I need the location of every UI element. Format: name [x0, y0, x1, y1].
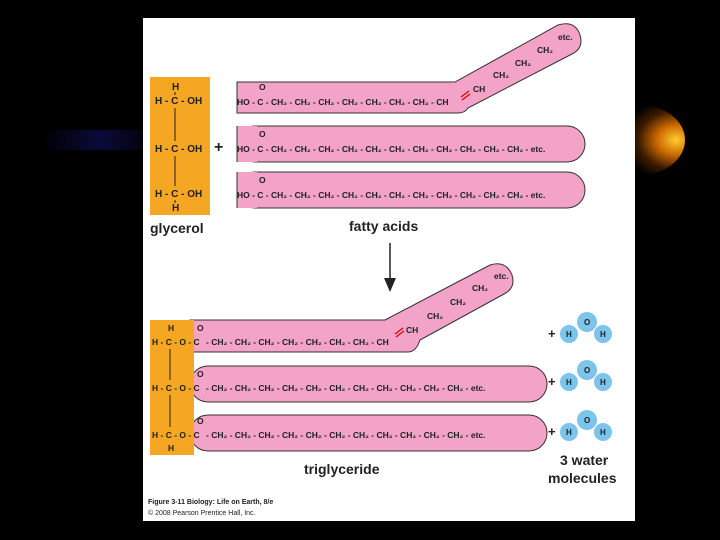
svg-text:O: O	[584, 318, 590, 327]
tg-chain-3-carbonyl-o: O	[197, 416, 204, 426]
glycerol-row-3: H - C - OH	[155, 189, 202, 200]
fatty-acid-1-double-bond	[461, 93, 471, 101]
tg-chain-1-carbonyl-o: O	[197, 323, 204, 333]
tg-chain-1: - CH₂ - CH₂ - CH₂ - CH₂ - CH₂ - CH₂ - CH…	[206, 337, 389, 347]
tg-chain-1-branch-ch2a: CH₂	[427, 311, 443, 321]
tg-chain-2-carbonyl-o: O	[197, 369, 204, 379]
glycerol-block	[150, 77, 210, 215]
water-molecule-2: + H O H	[548, 360, 612, 391]
fatty-acid-2-carbonyl-o: O	[259, 129, 266, 139]
svg-text:H: H	[566, 378, 572, 387]
figure-caption-line-1: Figure 3-11 Biology: Life on Earth, 8/e	[148, 499, 273, 506]
svg-text:H: H	[600, 330, 606, 339]
fatty-acid-2-chain: HO - C - CH₂ - CH₂ - CH₂ - CH₂ - CH₂ - C…	[237, 144, 545, 154]
svg-text:+: +	[548, 326, 556, 341]
tg-chain-1-branch-ch: CH	[406, 325, 418, 335]
glycerol-bottom-h: H	[172, 203, 179, 214]
water-label-line-1: 3 water	[560, 452, 609, 468]
glycerol-top-h: H	[172, 82, 179, 93]
fatty-acid-3-chain: HO - C - CH₂ - CH₂ - CH₂ - CH₂ - CH₂ - C…	[237, 190, 545, 200]
triglyceride-chain-1-shape	[189, 263, 514, 353]
water-molecule-1: + H O H	[548, 312, 612, 343]
tg-top-h: H	[168, 323, 174, 333]
glycerol-row-1: H - C - OH	[155, 96, 202, 107]
plus-sign: +	[214, 139, 223, 156]
tg-bottom-h: H	[168, 443, 174, 453]
svg-text:O: O	[584, 416, 590, 425]
tg-chain-1-double-bond	[395, 330, 405, 338]
tg-chain-1-branch-ch2c: CH₂	[472, 283, 488, 293]
svg-text:+: +	[548, 424, 556, 439]
svg-text:+: +	[548, 374, 556, 389]
tg-chain-1-branch-etc: etc.	[494, 271, 509, 281]
tg-row-3-backbone: H - C - O - C	[152, 430, 200, 440]
fatty-acids-label: fatty acids	[349, 218, 418, 234]
fatty-acid-1-branch-ch2b: CH₂	[515, 58, 531, 68]
fatty-acid-3-carbonyl-o: O	[259, 175, 266, 185]
water-molecule-3: + H O H	[548, 410, 612, 441]
fatty-acid-1-carbonyl-o: O	[259, 82, 266, 92]
figure-caption-line-2: © 2008 Pearson Prentice Hall, Inc.	[148, 509, 256, 517]
fatty-acid-1-chain: HO - C - CH₂ - CH₂ - CH₂ - CH₂ - CH₂ - C…	[237, 97, 449, 107]
triglyceride-glycerol-block	[150, 320, 194, 455]
tg-row-2-backbone: H - C - O - C	[152, 383, 200, 393]
tg-chain-3: - CH₂ - CH₂ - CH₂ - CH₂ - CH₂ - CH₂ - CH…	[206, 430, 486, 440]
water-label-line-2: molecules	[548, 470, 617, 486]
fatty-acid-1-branch-ch2a: CH₂	[493, 70, 509, 80]
svg-text:H: H	[600, 378, 606, 387]
fatty-acid-1-branch-etc: etc.	[558, 32, 573, 42]
fatty-acid-1-branch-ch: CH	[473, 84, 485, 94]
triglyceride-label: triglyceride	[304, 461, 380, 477]
glycerol-row-2: H - C - OH	[155, 144, 202, 155]
svg-text:H: H	[600, 428, 606, 437]
fatty-acid-1-branch-ch2c: CH₂	[537, 45, 553, 55]
fatty-acid-1-shape	[236, 23, 582, 114]
svg-text:H: H	[566, 330, 572, 339]
arrow-head	[384, 278, 396, 292]
tg-row-1-backbone: H - C - O - C	[152, 337, 200, 347]
tg-chain-2: - CH₂ - CH₂ - CH₂ - CH₂ - CH₂ - CH₂ - CH…	[206, 383, 486, 393]
glycerol-label: glycerol	[150, 220, 204, 236]
svg-text:O: O	[584, 366, 590, 375]
tg-chain-1-branch-ch2b: CH₂	[450, 297, 466, 307]
svg-text:H: H	[566, 428, 572, 437]
